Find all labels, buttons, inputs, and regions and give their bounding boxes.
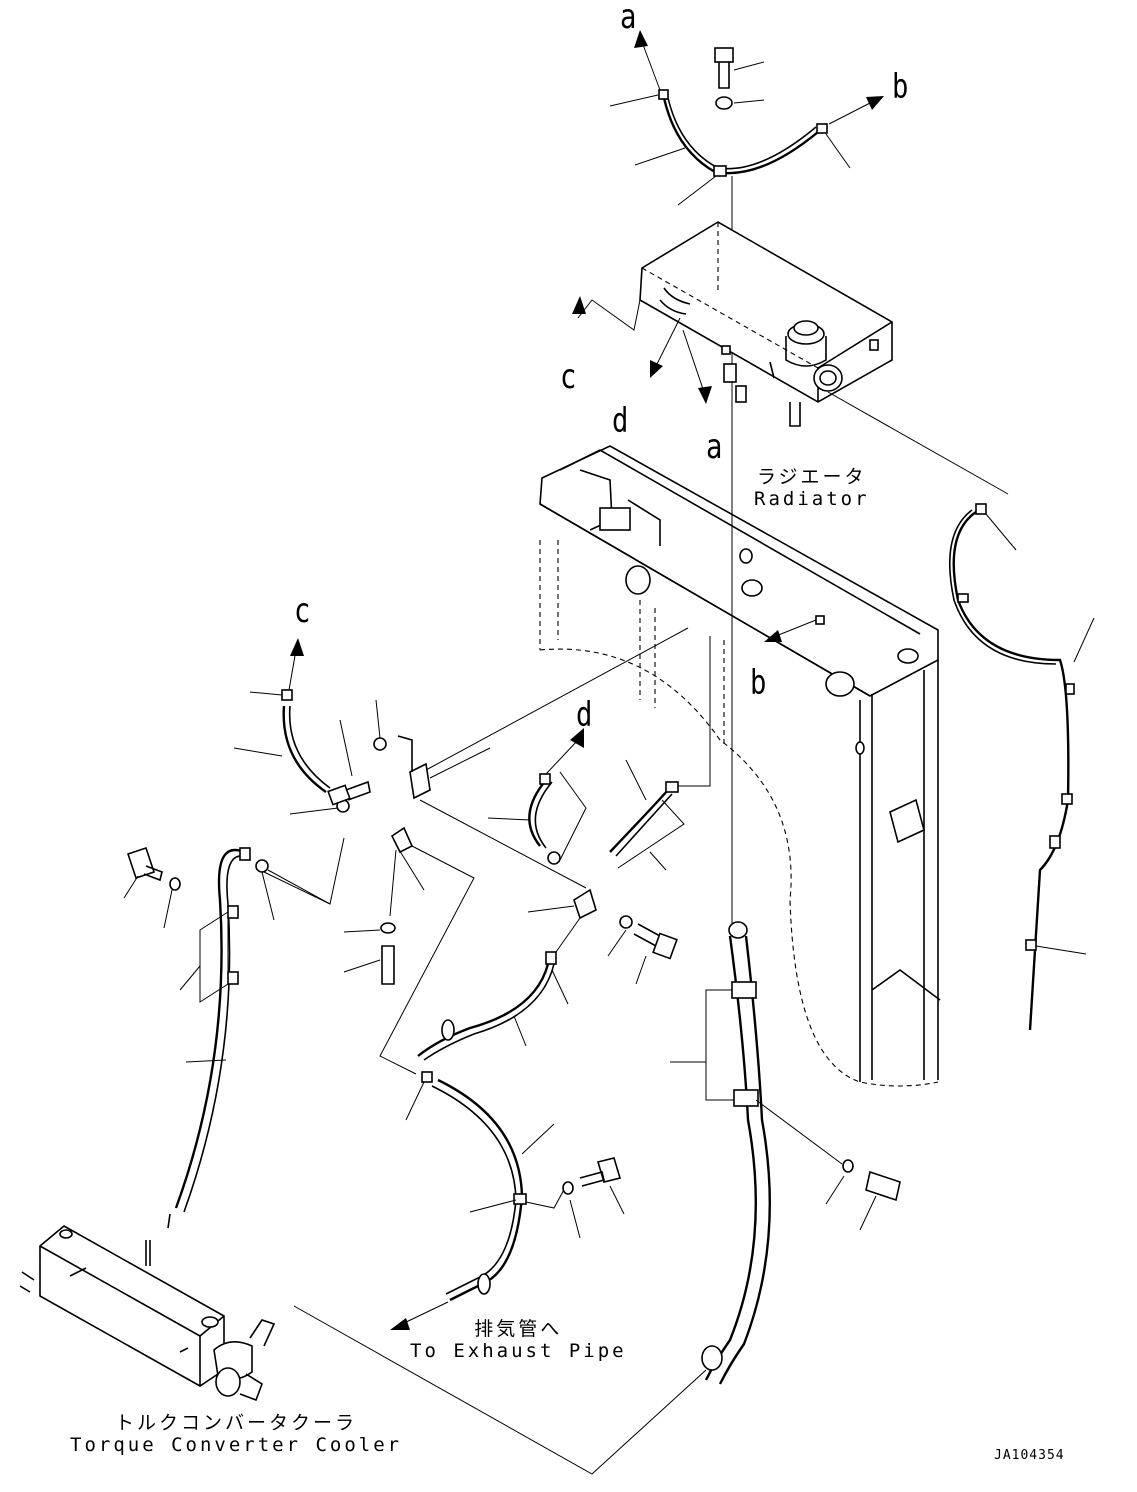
ref-letter-a-tank: a bbox=[706, 427, 723, 467]
large-pipe bbox=[293, 921, 901, 1475]
exhaust-pipe-label-en: To Exhaust Pipe bbox=[410, 1340, 627, 1362]
ref-letter-c-tank: c bbox=[560, 357, 577, 397]
reservoir-tank bbox=[572, 221, 1009, 495]
ref-letter-d-tank: d bbox=[612, 401, 629, 441]
top-hose-assembly bbox=[609, 30, 884, 925]
exhaust-pipe-label-jp: 排気管へ bbox=[474, 1318, 563, 1340]
radiator-label: ラジエータ Radiator bbox=[754, 466, 870, 510]
exhaust-pipe-label: 排気管へ To Exhaust Pipe bbox=[410, 1318, 627, 1362]
radiator-label-jp: ラジエータ bbox=[756, 466, 867, 488]
left-hose bbox=[123, 846, 331, 1213]
drawing-code: JA104354 bbox=[994, 1448, 1065, 1463]
torque-converter-cooler-label-jp: トルクコンバータクーラ bbox=[115, 1412, 358, 1434]
radiator-body bbox=[425, 445, 941, 1087]
radiator-label-en: Radiator bbox=[754, 488, 870, 510]
torque-converter-cooler bbox=[19, 1213, 276, 1402]
centre-bracket-assembly bbox=[233, 636, 711, 1075]
ref-letter-d-mid: d bbox=[576, 695, 593, 735]
ref-letter-b-radiator: b bbox=[750, 663, 767, 703]
torque-converter-cooler-label: トルクコンバータクーラ Torque Converter Cooler bbox=[70, 1412, 402, 1456]
exhaust-hose bbox=[390, 1071, 625, 1330]
ref-letter-c-left: c bbox=[294, 591, 311, 631]
torque-converter-cooler-label-en: Torque Converter Cooler bbox=[70, 1434, 403, 1456]
right-hose bbox=[948, 503, 1095, 1031]
ref-letter-b-top: b bbox=[892, 67, 909, 107]
ref-letter-a-top: a bbox=[620, 0, 637, 37]
